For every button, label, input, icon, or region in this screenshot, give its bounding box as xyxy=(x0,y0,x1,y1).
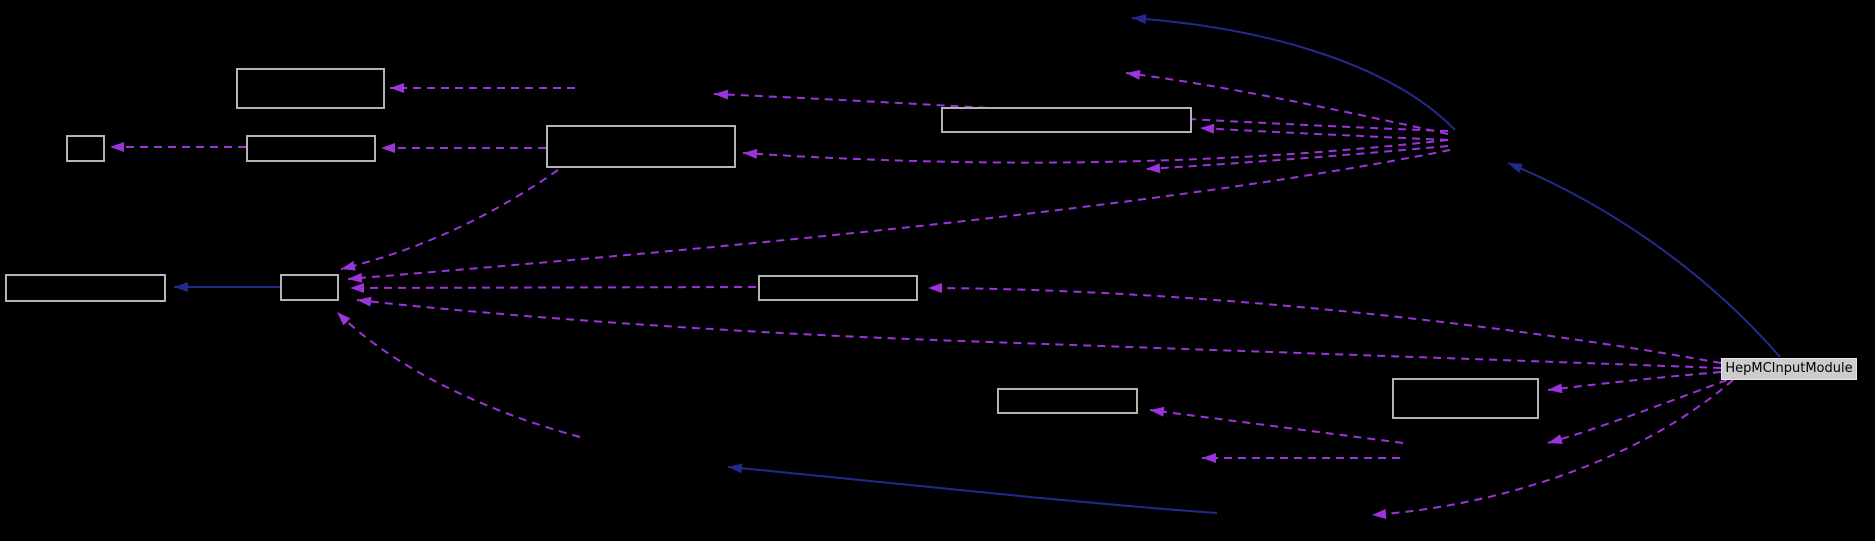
usage-edge xyxy=(347,149,1451,283)
usage-edge xyxy=(1199,123,1449,141)
usage-edge xyxy=(1149,406,1404,444)
inheritance-edge xyxy=(1131,13,1456,131)
graph-node[interactable] xyxy=(546,125,736,168)
usage-edge xyxy=(742,139,1449,164)
usage-edge xyxy=(340,169,559,271)
graph-node[interactable] xyxy=(246,135,376,162)
graph-node[interactable] xyxy=(758,275,918,301)
usage-edge xyxy=(1547,379,1728,444)
usage-edge xyxy=(1371,379,1734,520)
graph-node[interactable] xyxy=(941,107,1192,133)
usage-edge xyxy=(349,282,757,293)
usage-edge xyxy=(1547,371,1722,394)
graph-node[interactable] xyxy=(280,274,339,301)
usage-edge xyxy=(1145,145,1449,174)
graph-node[interactable] xyxy=(1392,378,1539,419)
graph-node[interactable] xyxy=(5,274,166,302)
graph-node[interactable] xyxy=(997,388,1138,414)
inheritance-edge xyxy=(727,463,1218,514)
node-hepmcinputmodule[interactable]: HepMCInputModule xyxy=(1721,358,1857,380)
usage-edge xyxy=(336,311,581,438)
graph-node[interactable] xyxy=(236,68,385,109)
graph-node[interactable] xyxy=(66,135,105,162)
inheritance-edge xyxy=(1507,162,1781,358)
usage-edge xyxy=(356,296,1722,369)
usage-edge xyxy=(1125,69,1449,135)
usage-edge xyxy=(927,283,1722,364)
